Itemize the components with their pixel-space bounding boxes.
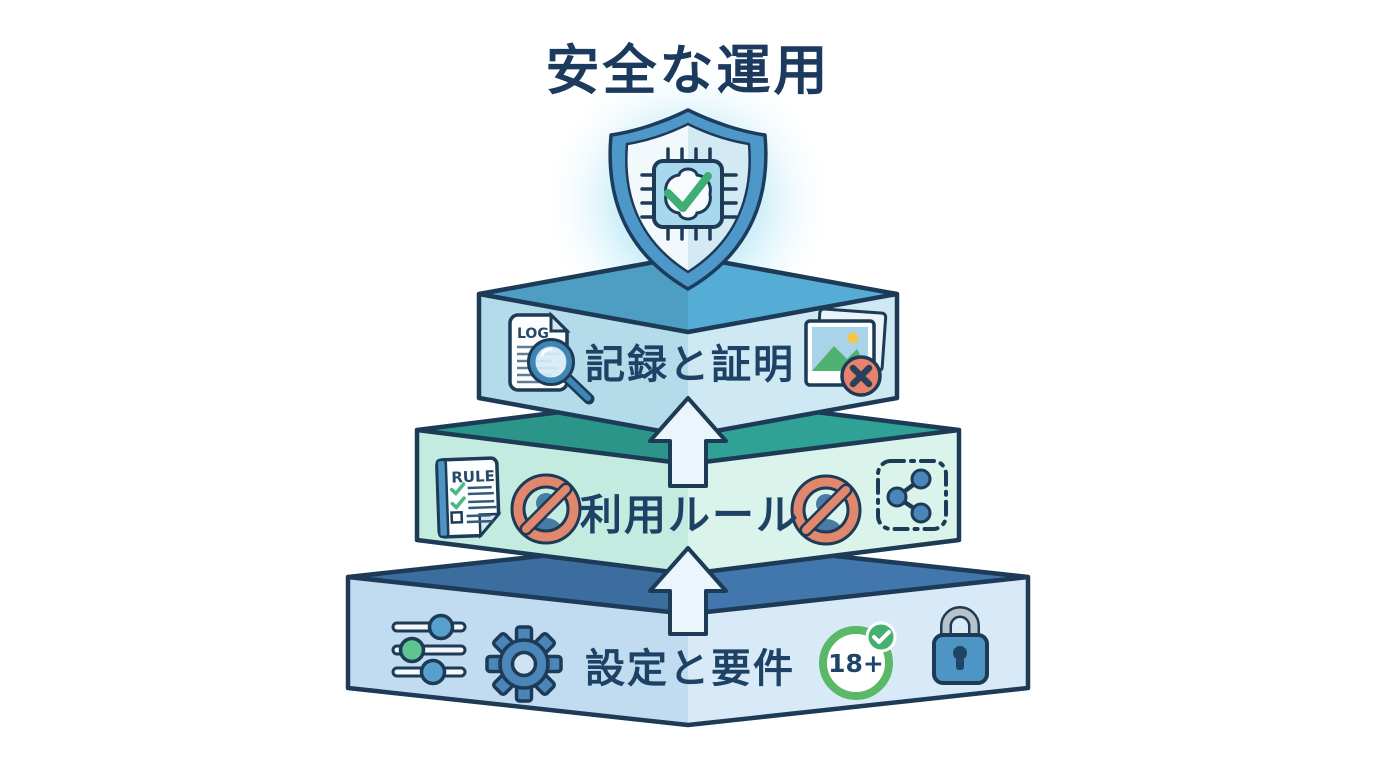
up-arrow-tier2-to-tier1 [648, 396, 728, 488]
tier3-label: 設定と要件 [585, 646, 795, 692]
magnifier-glass [528, 339, 574, 385]
sun-icon [847, 332, 859, 344]
ai-chip-shield-icon [608, 108, 768, 291]
log-search-icon: LOG [508, 311, 595, 405]
keyhole [953, 646, 967, 660]
age-badge-text: 18+ [828, 649, 884, 678]
checkbox-icon [450, 510, 464, 524]
tier2-label: 利用ルール [579, 490, 801, 540]
gear-icon [485, 625, 563, 703]
checkmark-icon [664, 172, 712, 212]
share-restricted-icon [876, 459, 948, 531]
check-badge [865, 621, 897, 653]
binding-strip [435, 458, 450, 539]
diagram-title: 安全な運用 [545, 39, 831, 102]
tier1-label: 記録と証明 [585, 342, 795, 388]
sliders-icon [391, 613, 467, 686]
lock-icon [932, 606, 989, 685]
log-badge-text: LOG [517, 326, 549, 342]
dashed-selection-box [876, 459, 948, 531]
image-blocked-icon [804, 307, 888, 397]
rule-checklist-icon: RULE [435, 456, 502, 539]
check-icon [449, 482, 466, 496]
age-18-plus-badge: 18+ [819, 621, 897, 700]
rule-badge-text: RULE [451, 467, 495, 487]
check-icon [450, 496, 466, 510]
up-arrow-tier3-to-tier2 [648, 546, 728, 636]
